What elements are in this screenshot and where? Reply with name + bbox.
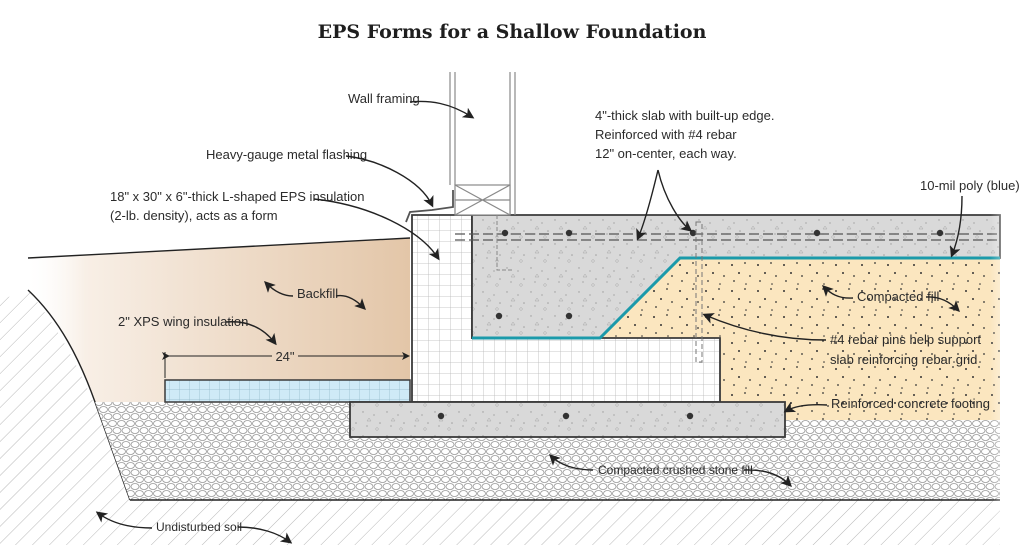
label-xps: 2" XPS wing insulation	[118, 314, 248, 329]
label-compacted-fill: Compacted fill	[857, 289, 939, 304]
crushed-stone	[95, 402, 1000, 500]
poly-vapor-barrier	[472, 256, 1000, 340]
label-flashing: Heavy-gauge metal flashing	[206, 147, 367, 162]
slab-rebar-grid	[455, 233, 1000, 241]
anchor-bolt	[496, 215, 512, 271]
label-slab-line3: 12" on-center, each way.	[595, 146, 737, 161]
label-crushed-stone: Compacted crushed stone fill	[598, 463, 753, 477]
right-fade	[990, 200, 1024, 545]
backfill	[28, 238, 410, 402]
label-backfill: Backfill	[297, 286, 338, 301]
label-rebar-pins-line2: slab reinforcing rebar grid	[830, 352, 977, 367]
label-slab-line2: Reinforced with #4 rebar	[595, 127, 737, 142]
metal-flashing	[405, 190, 454, 223]
label-rebar-pins-line1: #4 rebar pins help support	[830, 332, 981, 347]
rebar-pin	[695, 221, 703, 363]
concrete-footing	[349, 401, 786, 438]
dimension-24in: 24"	[162, 349, 410, 378]
dimension-label: 24"	[275, 349, 294, 364]
rebar-dots	[437, 229, 944, 420]
label-wall-framing: Wall framing	[348, 91, 420, 106]
wall-framing	[449, 72, 516, 216]
label-eps-line2: (2-lb. density), acts as a form	[110, 208, 278, 223]
label-footing: Reinforced concrete footing	[831, 396, 990, 411]
label-eps-line1: 18" x 30" x 6"-thick L-shaped EPS insula…	[110, 189, 364, 204]
label-slab-line1: 4"-thick slab with built-up edge.	[595, 108, 775, 123]
diagram-title: EPS Forms for a Shallow Foundation	[318, 21, 707, 43]
label-undisturbed-soil: Undisturbed soil	[156, 520, 242, 534]
label-poly: 10-mil poly (blue)	[920, 178, 1020, 193]
xps-wing-insulation	[164, 379, 411, 403]
